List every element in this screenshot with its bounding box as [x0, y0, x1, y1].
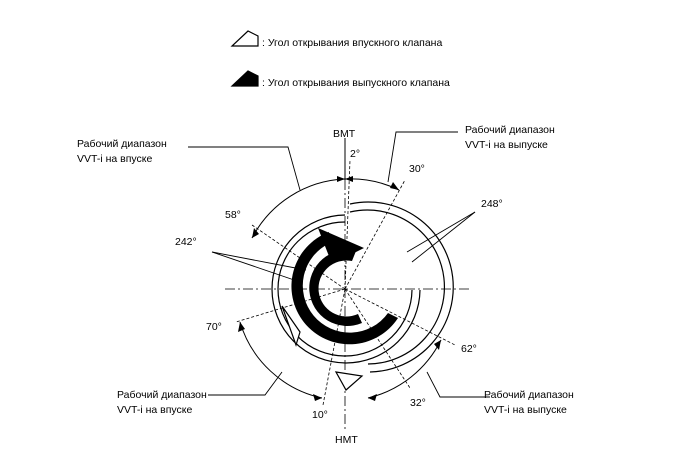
angle-242: 242° [175, 236, 197, 248]
intake-range-bottom-line1: Рабочий диапазон [117, 389, 207, 401]
line-10deg [322, 288, 346, 406]
intake-range-bottom-line2: VVT-i на впуске [117, 404, 193, 416]
labels: ВМТ НМТ Рабочий диапазон VVT-i на впуске… [77, 124, 574, 446]
legend: : Угол открывания впускного клапана : Уг… [230, 30, 450, 89]
intake-range-top-line1: Рабочий диапазон [77, 138, 167, 150]
angle-30: 30° [409, 163, 425, 175]
intake-range-arc-top [251, 178, 346, 239]
bdc-label: НМТ [335, 434, 358, 446]
intake-ring-head [281, 305, 301, 347]
exhaust-range-arc-top [344, 178, 400, 191]
angle-62: 62° [461, 343, 477, 355]
filled-arrow-icon [230, 70, 259, 87]
exhaust-range-arc-bottom [367, 339, 442, 399]
line-58deg [251, 224, 346, 290]
exhaust-range-top-line2: VVT-i на выпуске [465, 139, 548, 151]
intake-range-arc-bottom [239, 321, 323, 399]
legend-intake-label: : Угол открывания впускного клапана [262, 37, 442, 49]
angle-248: 248° [481, 198, 503, 210]
intake-range-top-line2: VVT-i на впуске [77, 153, 153, 165]
exhaust-range-top-line1: Рабочий диапазон [465, 124, 555, 136]
outline-arrow-icon [230, 30, 259, 47]
line-30deg [344, 179, 406, 290]
line-62deg [344, 288, 456, 346]
angle-labels: 2° 30° 58° 242° 248° 70° 62° 10° 32° [175, 148, 503, 421]
line-2deg [344, 159, 351, 290]
exhaust-ring [349, 201, 454, 373]
intake-ring [271, 214, 421, 391]
inner-c [309, 249, 362, 326]
timing-lines [235, 159, 456, 406]
angle-32: 32° [410, 397, 426, 409]
angle-2: 2° [350, 148, 360, 160]
tdc-label: ВМТ [333, 128, 356, 140]
angle-10: 10° [312, 409, 328, 421]
leader-lines [188, 131, 490, 398]
line-70deg [235, 288, 346, 323]
legend-exhaust-label: : Угол открывания выпускного клапана [262, 77, 450, 89]
intake-ring-tail [334, 371, 364, 391]
angle-70: 70° [206, 321, 222, 333]
range-arrowheads [238, 176, 441, 401]
exhaust-range-bottom-line1: Рабочий диапазон [484, 389, 574, 401]
exhaust-range-bottom-line2: VVT-i на выпуске [484, 404, 567, 416]
working-range-arcs [239, 178, 442, 399]
angle-58: 58° [225, 209, 241, 221]
